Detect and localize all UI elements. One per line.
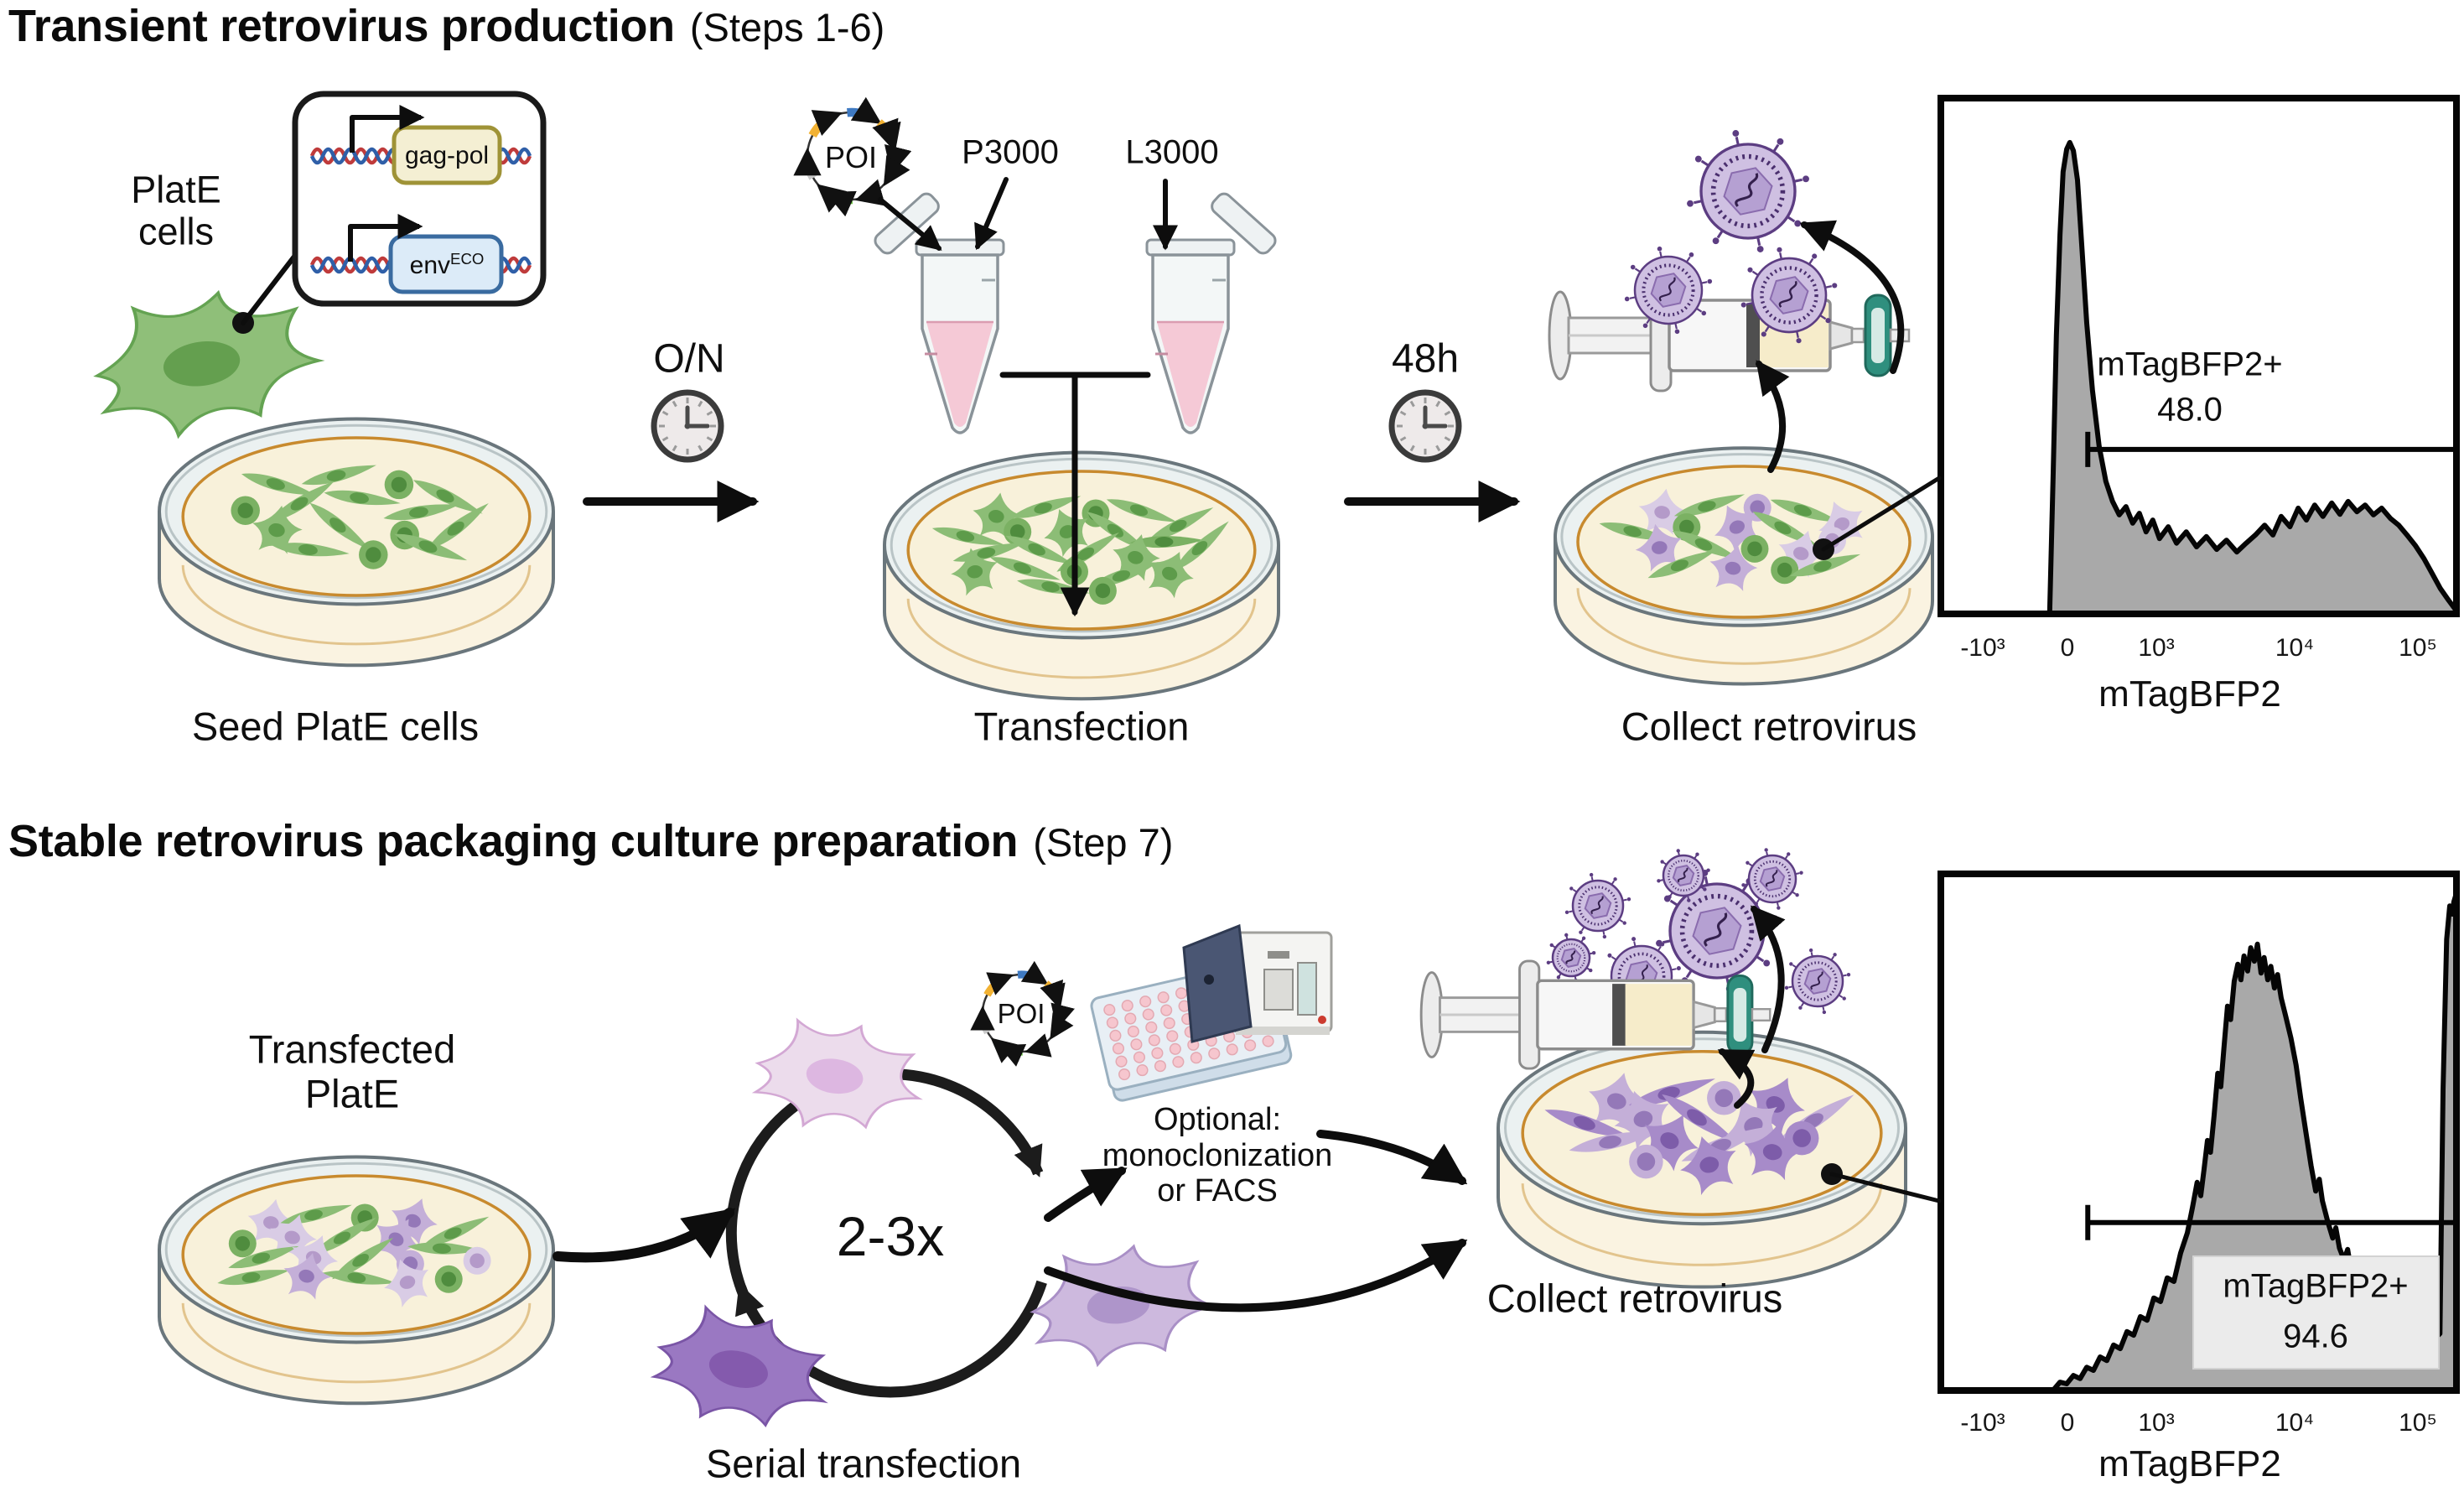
facs-machine-icon <box>1182 923 1333 1043</box>
flow-cytometry-panel <box>1937 95 2460 617</box>
petri-dish <box>158 1155 555 1406</box>
clock-icon <box>1388 389 1462 463</box>
t-connector <box>999 372 1151 617</box>
arrow-dish-to-syringe-bottom <box>1717 1048 1756 1109</box>
facs1-tick-0: -10³ <box>1960 634 2005 662</box>
section2-title: Stable retrovirus packaging culture prep… <box>8 815 1173 867</box>
enveco-label: envECO <box>410 250 485 280</box>
arrow-p3000-to-tube <box>974 177 1009 251</box>
facs2-tick-2: 10³ <box>2138 1409 2175 1437</box>
retrovirus-particle <box>1657 849 1710 902</box>
arrow-cycle-to-optional <box>1044 1167 1128 1222</box>
retrovirus-particle <box>1564 872 1631 939</box>
section2-title-main: Stable retrovirus packaging culture prep… <box>8 816 1019 866</box>
petri-dish <box>1497 1030 1907 1289</box>
retrovirus-particle <box>1740 247 1838 344</box>
facs2-gate-label: mTagBFP2+ <box>2223 1267 2409 1305</box>
facs2-tick-4: 10⁵ <box>2399 1409 2437 1437</box>
facs1-tick-2: 10³ <box>2138 634 2175 662</box>
plate-cells-label: PlatE cells <box>131 169 221 254</box>
arrow-dish-to-syringe-top <box>1756 360 1790 473</box>
gagpol-label: gag-pol <box>404 142 490 169</box>
facs1-tick-3: 10⁴ <box>2275 634 2315 662</box>
section1-title: Transient retrovirus production (Steps 1… <box>8 0 884 52</box>
plasmid-map-icon <box>793 96 912 217</box>
syringe-with-filter <box>1419 959 1771 1070</box>
p3000-label: P3000 <box>962 133 1059 171</box>
section2-title-note: (Step 7) <box>1033 820 1174 865</box>
facs2-gate-value: 94.6 <box>2283 1318 2348 1355</box>
arrow-cycle-to-dish <box>1044 1239 1468 1312</box>
step-transfection-label: Transfection <box>973 704 1190 749</box>
step-collect-label-top: Collect retrovirus <box>1621 704 1917 749</box>
arrow-poi-to-tube <box>878 197 942 251</box>
arrow-dish-to-cycle <box>552 1208 736 1263</box>
plasmid-map-icon <box>970 960 1075 1067</box>
l3000-label: L3000 <box>1125 133 1219 171</box>
section1-title-note: (Steps 1-6) <box>689 5 885 49</box>
petri-dish <box>158 417 555 668</box>
facs2-tick-3: 10⁴ <box>2275 1409 2315 1437</box>
arrow-optional-to-dish <box>1316 1130 1468 1185</box>
step-seed-label: Seed PlatE cells <box>191 704 480 749</box>
facs1-axis-label: mTagBFP2 <box>2098 673 2281 715</box>
transfected-line2: PlatE <box>304 1071 400 1115</box>
microcentrifuge-tube <box>1145 192 1277 434</box>
step-serial-label: Serial transfection <box>705 1441 1022 1486</box>
retrovirus-particle <box>1784 948 1851 1015</box>
retrovirus-particle <box>1687 130 1809 252</box>
plate-cells-line1: PlatE <box>131 168 221 211</box>
panel-pointer-bottom <box>1821 1163 1942 1203</box>
plate-cells-line2: cells <box>137 211 215 253</box>
inset-pointer <box>232 251 299 334</box>
poi-plasmid-label-top: POI <box>824 140 878 174</box>
facs2-axis-label: mTagBFP2 <box>2098 1443 2281 1484</box>
cycle-count-label: 2-3x <box>836 1205 945 1267</box>
clock-icon <box>651 389 724 463</box>
transfected-line1: Transfected <box>248 1027 456 1072</box>
optional-label: Optional: monoclonization or FACS <box>1102 1102 1333 1209</box>
overnight-label: O/N <box>653 336 725 382</box>
facs2-tick-1: 0 <box>2060 1409 2075 1437</box>
poi-plasmid-label-bottom: POI <box>997 998 1045 1029</box>
step-collect-label-bottom: Collect retrovirus <box>1486 1276 1783 1321</box>
facs1-gate-value: 48.0 <box>2157 391 2223 429</box>
facs1-tick-4: 10⁵ <box>2399 634 2437 662</box>
syringe-with-filter <box>1548 278 1911 392</box>
optional-line2: monoclonization <box>1102 1137 1333 1173</box>
petri-dish <box>1554 446 1934 686</box>
arrow-filter-to-virus-top <box>1799 220 1905 374</box>
packaging-construct-inset <box>292 91 547 307</box>
panel-pointer-top <box>1813 476 1942 560</box>
transfected-plate-label: Transfected PlatE <box>249 1027 455 1115</box>
retrovirus-particle <box>1624 246 1713 335</box>
retrovirus-particle <box>1546 933 1596 983</box>
petri-dish <box>883 450 1280 701</box>
48h-label: 48h <box>1391 336 1460 382</box>
retrovirus-particle <box>1741 848 1803 910</box>
optional-line1: Optional: <box>1153 1102 1282 1138</box>
facs2-tick-0: -10³ <box>1960 1409 2005 1437</box>
facs1-gate-label: mTagBFP2+ <box>2097 346 2283 383</box>
env-base: env <box>409 252 451 279</box>
facs1-tick-1: 0 <box>2060 634 2075 662</box>
section1-title-main: Transient retrovirus production <box>8 1 675 51</box>
optional-line3: or FACS <box>1157 1173 1278 1209</box>
arrow-filter-to-virus-bottom <box>1751 905 1786 1053</box>
flow-cytometry-panel <box>1937 871 2460 1394</box>
env-sup: ECO <box>450 250 485 268</box>
